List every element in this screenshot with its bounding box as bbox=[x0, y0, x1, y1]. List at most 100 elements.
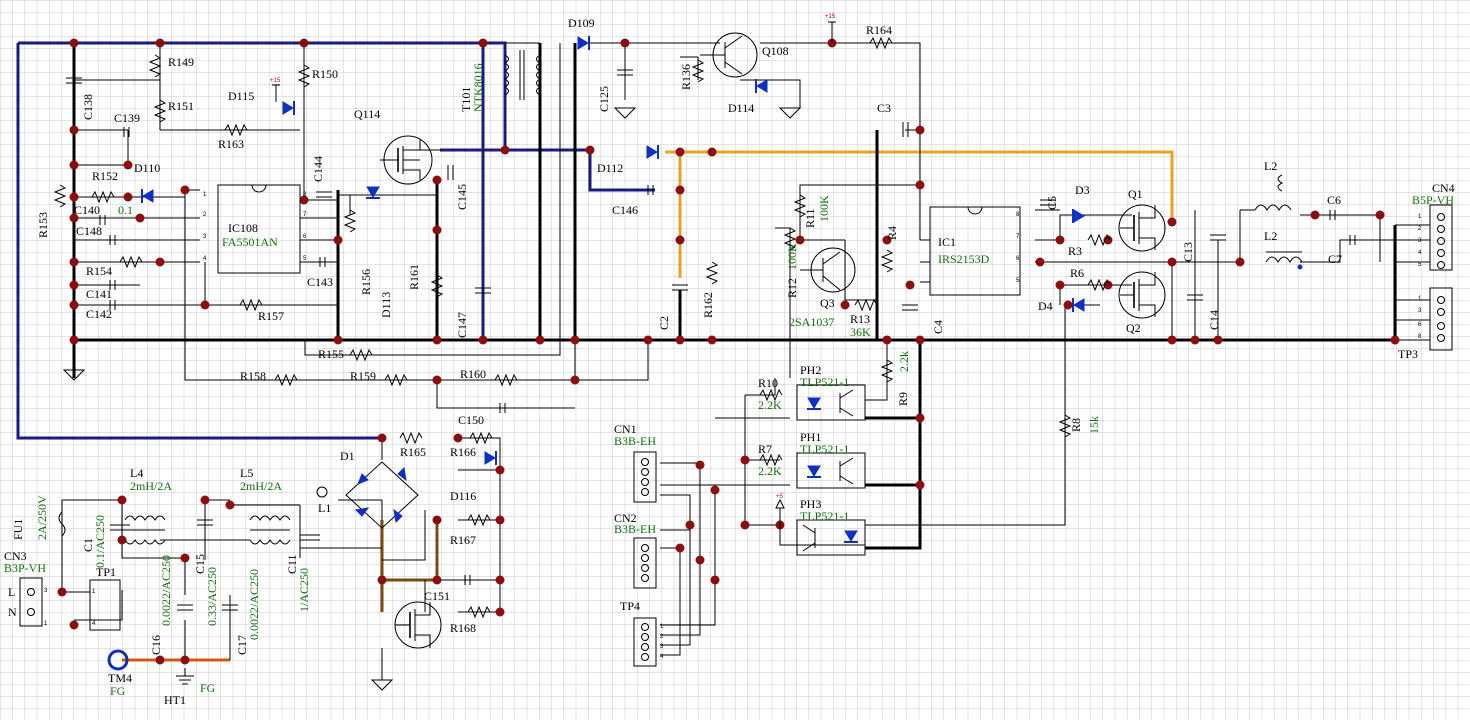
t101-ref: T101 bbox=[459, 87, 473, 112]
connectors: CN1 B3B-EH CN2 B3B-EH 1 2 3 4 TP4 CN3 B3… bbox=[4, 181, 1455, 667]
cn3-pin: 3 bbox=[44, 588, 48, 594]
d113-symbol bbox=[366, 186, 380, 198]
r6-ref: R6 bbox=[1070, 266, 1084, 280]
r162-ref: R162 bbox=[701, 292, 715, 318]
ph2: PH2 TLP521-1 bbox=[796, 363, 866, 421]
ic1-pin: 5 bbox=[1016, 278, 1020, 284]
ic1-pin: 6 bbox=[1016, 256, 1020, 262]
cn2-part: B3B-EH bbox=[614, 522, 656, 536]
r150-ref: R150 bbox=[312, 67, 338, 81]
r157-ref: R157 bbox=[258, 309, 284, 323]
r161-ref: R161 bbox=[407, 264, 421, 290]
d110-symbol bbox=[142, 189, 154, 203]
ground-symbol-q108 bbox=[778, 107, 802, 119]
tp4-pin: 2 bbox=[660, 634, 664, 640]
c7-ref: C7 bbox=[1328, 252, 1342, 266]
ph3-ref: PH3 bbox=[800, 497, 821, 511]
tp1-pin: 4 bbox=[92, 621, 96, 627]
tp1-pin: 1 bbox=[92, 589, 96, 595]
r168-ref: R168 bbox=[450, 621, 476, 635]
l4-value: 2mH/2A bbox=[130, 479, 172, 493]
d116-symbol bbox=[484, 451, 496, 465]
c16-ref: C16 bbox=[149, 635, 163, 655]
d3-ref: D3 bbox=[1075, 183, 1090, 197]
ic108-pin: 7 bbox=[303, 212, 307, 218]
wires bbox=[16, 41, 1430, 662]
cn3-ref: CN3 bbox=[4, 549, 27, 563]
l5-ref: L5 bbox=[240, 466, 253, 480]
supply-5v bbox=[775, 498, 785, 545]
tp4-pin: 4 bbox=[660, 654, 664, 660]
q2-ref: Q2 bbox=[1126, 321, 1141, 335]
c4-ref: C4 bbox=[931, 320, 945, 334]
c3-ref: C3 bbox=[877, 101, 891, 115]
ground-symbol-q114 bbox=[370, 679, 394, 691]
d112-symbol bbox=[646, 145, 658, 159]
cn2-ref: CN2 bbox=[614, 511, 637, 525]
d1-ref: D1 bbox=[340, 449, 355, 463]
l5-value: 2mH/2A bbox=[240, 479, 282, 493]
resistors: R149 R150 R151 R152 R153 R154 R155 R156 … bbox=[36, 23, 1111, 635]
d4-symbol bbox=[1073, 298, 1085, 312]
tm4-symbol bbox=[107, 649, 129, 671]
l2b-coil bbox=[1265, 256, 1303, 263]
fuse-symbol bbox=[58, 500, 66, 545]
supply-15v-a bbox=[272, 84, 280, 102]
transformer-t101: T101 NTK8016 bbox=[459, 50, 542, 112]
ph1-ref: PH1 bbox=[800, 430, 821, 444]
supply-15v-label-a: +15 bbox=[270, 78, 281, 84]
tp3-pin: 6 bbox=[1418, 322, 1422, 328]
primary-bus-d112 bbox=[588, 150, 655, 192]
c146-ref: C146 bbox=[612, 203, 638, 217]
r164-ref: R164 bbox=[866, 23, 892, 37]
r8-value: 15k bbox=[1087, 416, 1101, 434]
r166-ref: R166 bbox=[450, 445, 476, 459]
capacitors: C138 C139 C140 0.1 C141 C142 C143 C144 C… bbox=[66, 69, 1356, 655]
ic108-pin: 2 bbox=[203, 212, 207, 218]
d110-ref: D110 bbox=[134, 161, 160, 175]
d116-ref: D116 bbox=[450, 489, 476, 503]
c5-ref: C5 bbox=[1045, 196, 1059, 210]
ph2-ref: PH2 bbox=[800, 363, 821, 377]
l1-ref: L1 bbox=[318, 501, 331, 515]
r165-ref: R165 bbox=[400, 445, 426, 459]
c144-ref: C144 bbox=[311, 156, 325, 182]
c150-ref: C150 bbox=[458, 413, 484, 427]
highside-bus bbox=[665, 150, 1174, 222]
r7-value: 2.2K bbox=[758, 464, 782, 478]
cn4-part: B5P-VH bbox=[1412, 193, 1454, 207]
d113-ref: D113 bbox=[379, 292, 393, 318]
ic108-pin: 3 bbox=[203, 234, 207, 240]
tp3-pin: 1 bbox=[1418, 296, 1422, 302]
supply-15v-label-b: +15 bbox=[825, 14, 836, 20]
c1-value: 0.1/AC250 bbox=[93, 515, 107, 568]
d109-ref: D109 bbox=[568, 16, 595, 30]
opto-bus bbox=[865, 340, 922, 550]
l4-ref: L4 bbox=[130, 466, 143, 480]
ic108-pin: 8 bbox=[303, 192, 307, 198]
c13-ref: C13 bbox=[1181, 242, 1195, 262]
ic1: IC1 IRS2153D 8 7 6 5 bbox=[929, 206, 1021, 296]
ground-symbol-c125 bbox=[613, 107, 637, 119]
r160-ref: R160 bbox=[460, 367, 486, 381]
tp4-ref: TP4 bbox=[620, 599, 640, 613]
misc-parts: FU1 2A/250V TM4 FG HT1 FG +15 +15 +5 bbox=[11, 14, 836, 707]
c142-ref: C142 bbox=[86, 307, 112, 321]
tp4-pin: 3 bbox=[660, 644, 664, 650]
c6-ref: C6 bbox=[1327, 193, 1341, 207]
cn4-pin: 1 bbox=[1418, 214, 1422, 220]
tp4-pin: 1 bbox=[660, 624, 664, 630]
r158-ref: R158 bbox=[240, 369, 266, 383]
c11-value: 1/AC250 bbox=[297, 568, 311, 612]
r136-ref: R136 bbox=[679, 64, 693, 90]
fg-label-2: FG bbox=[200, 681, 216, 695]
c138-ref: C138 bbox=[81, 94, 95, 120]
r11-value: 100K bbox=[817, 195, 831, 222]
q1-ref: Q1 bbox=[1128, 187, 1143, 201]
r156-ref: R156 bbox=[359, 269, 373, 295]
r11-ref: R11 bbox=[803, 208, 817, 228]
r13-ref: R13 bbox=[850, 312, 870, 326]
c2-ref: C2 bbox=[657, 316, 671, 330]
